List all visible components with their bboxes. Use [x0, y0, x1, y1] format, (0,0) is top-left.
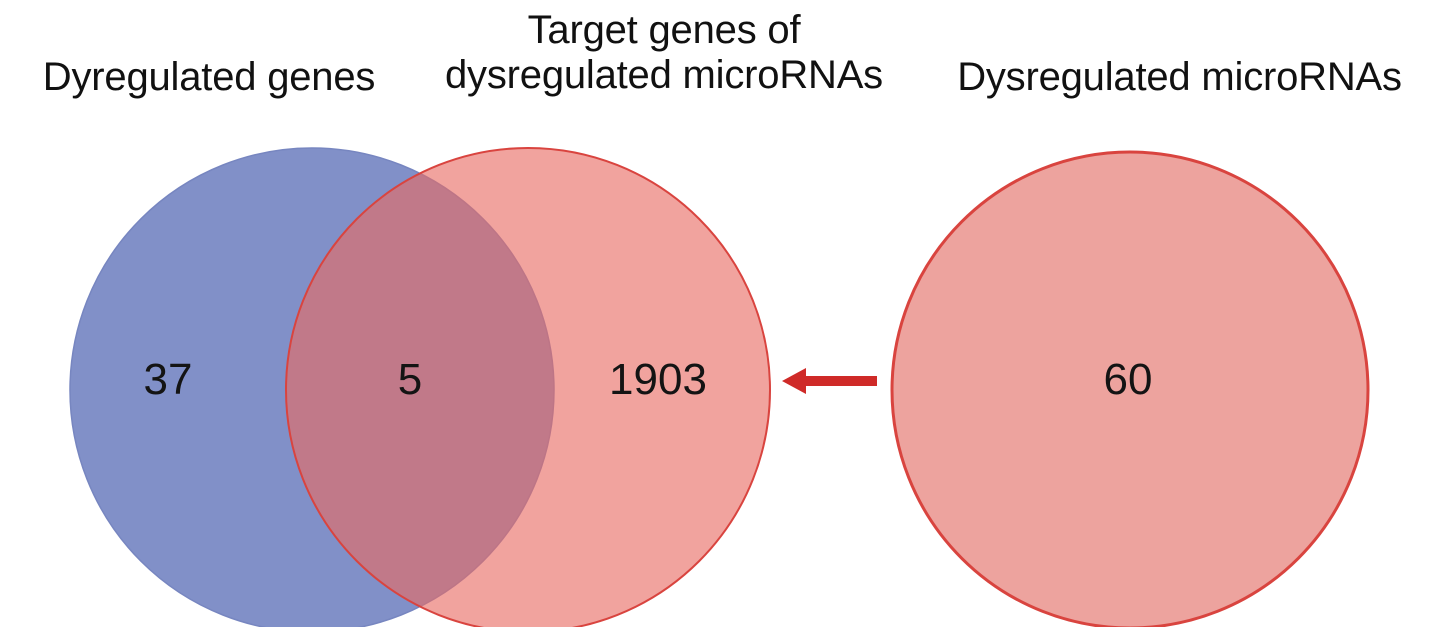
- count-intersection: 5: [397, 355, 423, 404]
- circle-dysregulated-micrornas: [890, 150, 1370, 627]
- count-microrna-total: 60: [1103, 355, 1153, 404]
- set-label-dyregulated-genes: Dyregulated genes: [42, 55, 376, 99]
- set-label-dysregulated-micrornas: Dysregulated microRNAs: [957, 55, 1402, 99]
- count-middle-only: 1903: [609, 355, 707, 404]
- set-label-target-genes: Target genes of dysregulated microRNAs: [445, 8, 883, 97]
- count-left-only: 37: [143, 355, 193, 404]
- circle-target-genes: [285, 147, 771, 627]
- left-arrow-icon: [782, 368, 877, 394]
